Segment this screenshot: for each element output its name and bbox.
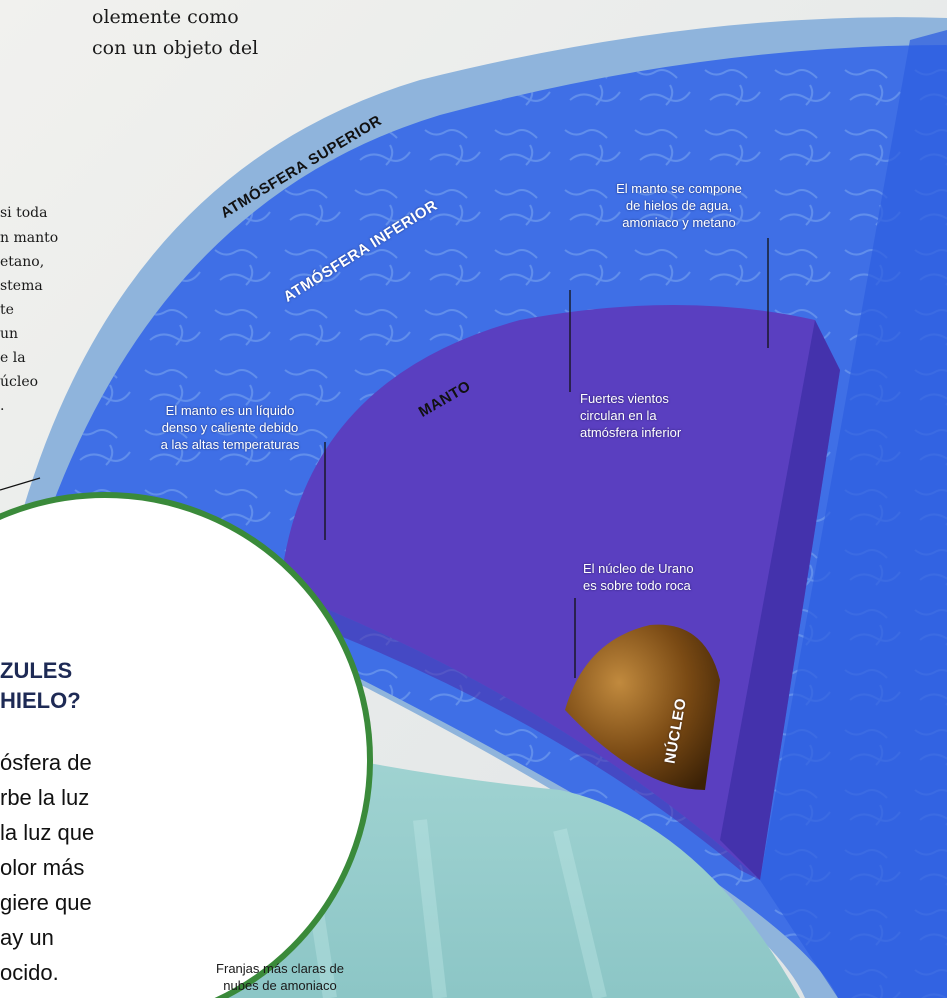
side-line-8: úcleo (0, 374, 39, 390)
bubble-answer-line-6: ay un (0, 925, 54, 950)
note-core-rock: El núcleo de Urano es sobre todo roca (583, 561, 694, 593)
side-line-7: e la (0, 350, 26, 366)
side-line-6: un (0, 326, 19, 342)
side-line-4: stema (0, 278, 43, 294)
bubble-answer-line-3: la luz que (0, 820, 95, 845)
core (565, 624, 720, 790)
bubble-answer-line-5: giere que (0, 890, 92, 915)
side-line-5: te (0, 302, 14, 318)
bubble-answer-line-4: olor más (0, 855, 85, 880)
intro-line-2: con un objeto del (92, 37, 259, 59)
side-line-3: etano, (0, 254, 45, 270)
question-bubble (0, 492, 373, 998)
bubble-question-line-2: HIELO? (0, 688, 81, 713)
bubble-answer-line-2: rbe la luz (0, 785, 90, 810)
bubble-question-line-1: ZULES (0, 658, 73, 683)
note-winds: Fuertes vientos circulan en la atmósfera… (580, 391, 682, 440)
side-line-1: si toda (0, 205, 48, 221)
note-mantle-liquid: El manto es un líquido denso y caliente … (160, 403, 300, 452)
side-line-9: . (0, 398, 5, 414)
bubble-answer-line-7: ocido. (0, 960, 59, 985)
intro-line-1: olemente como (92, 6, 239, 28)
bubble-answer-line-1: ósfera de (0, 750, 92, 775)
side-line-2: n manto (0, 230, 59, 246)
caption-cloud-bands: Franjas más claras de nubes de amoniaco (216, 961, 344, 993)
note-mantle-composition: El manto se compone de hielos de agua, a… (616, 181, 742, 230)
